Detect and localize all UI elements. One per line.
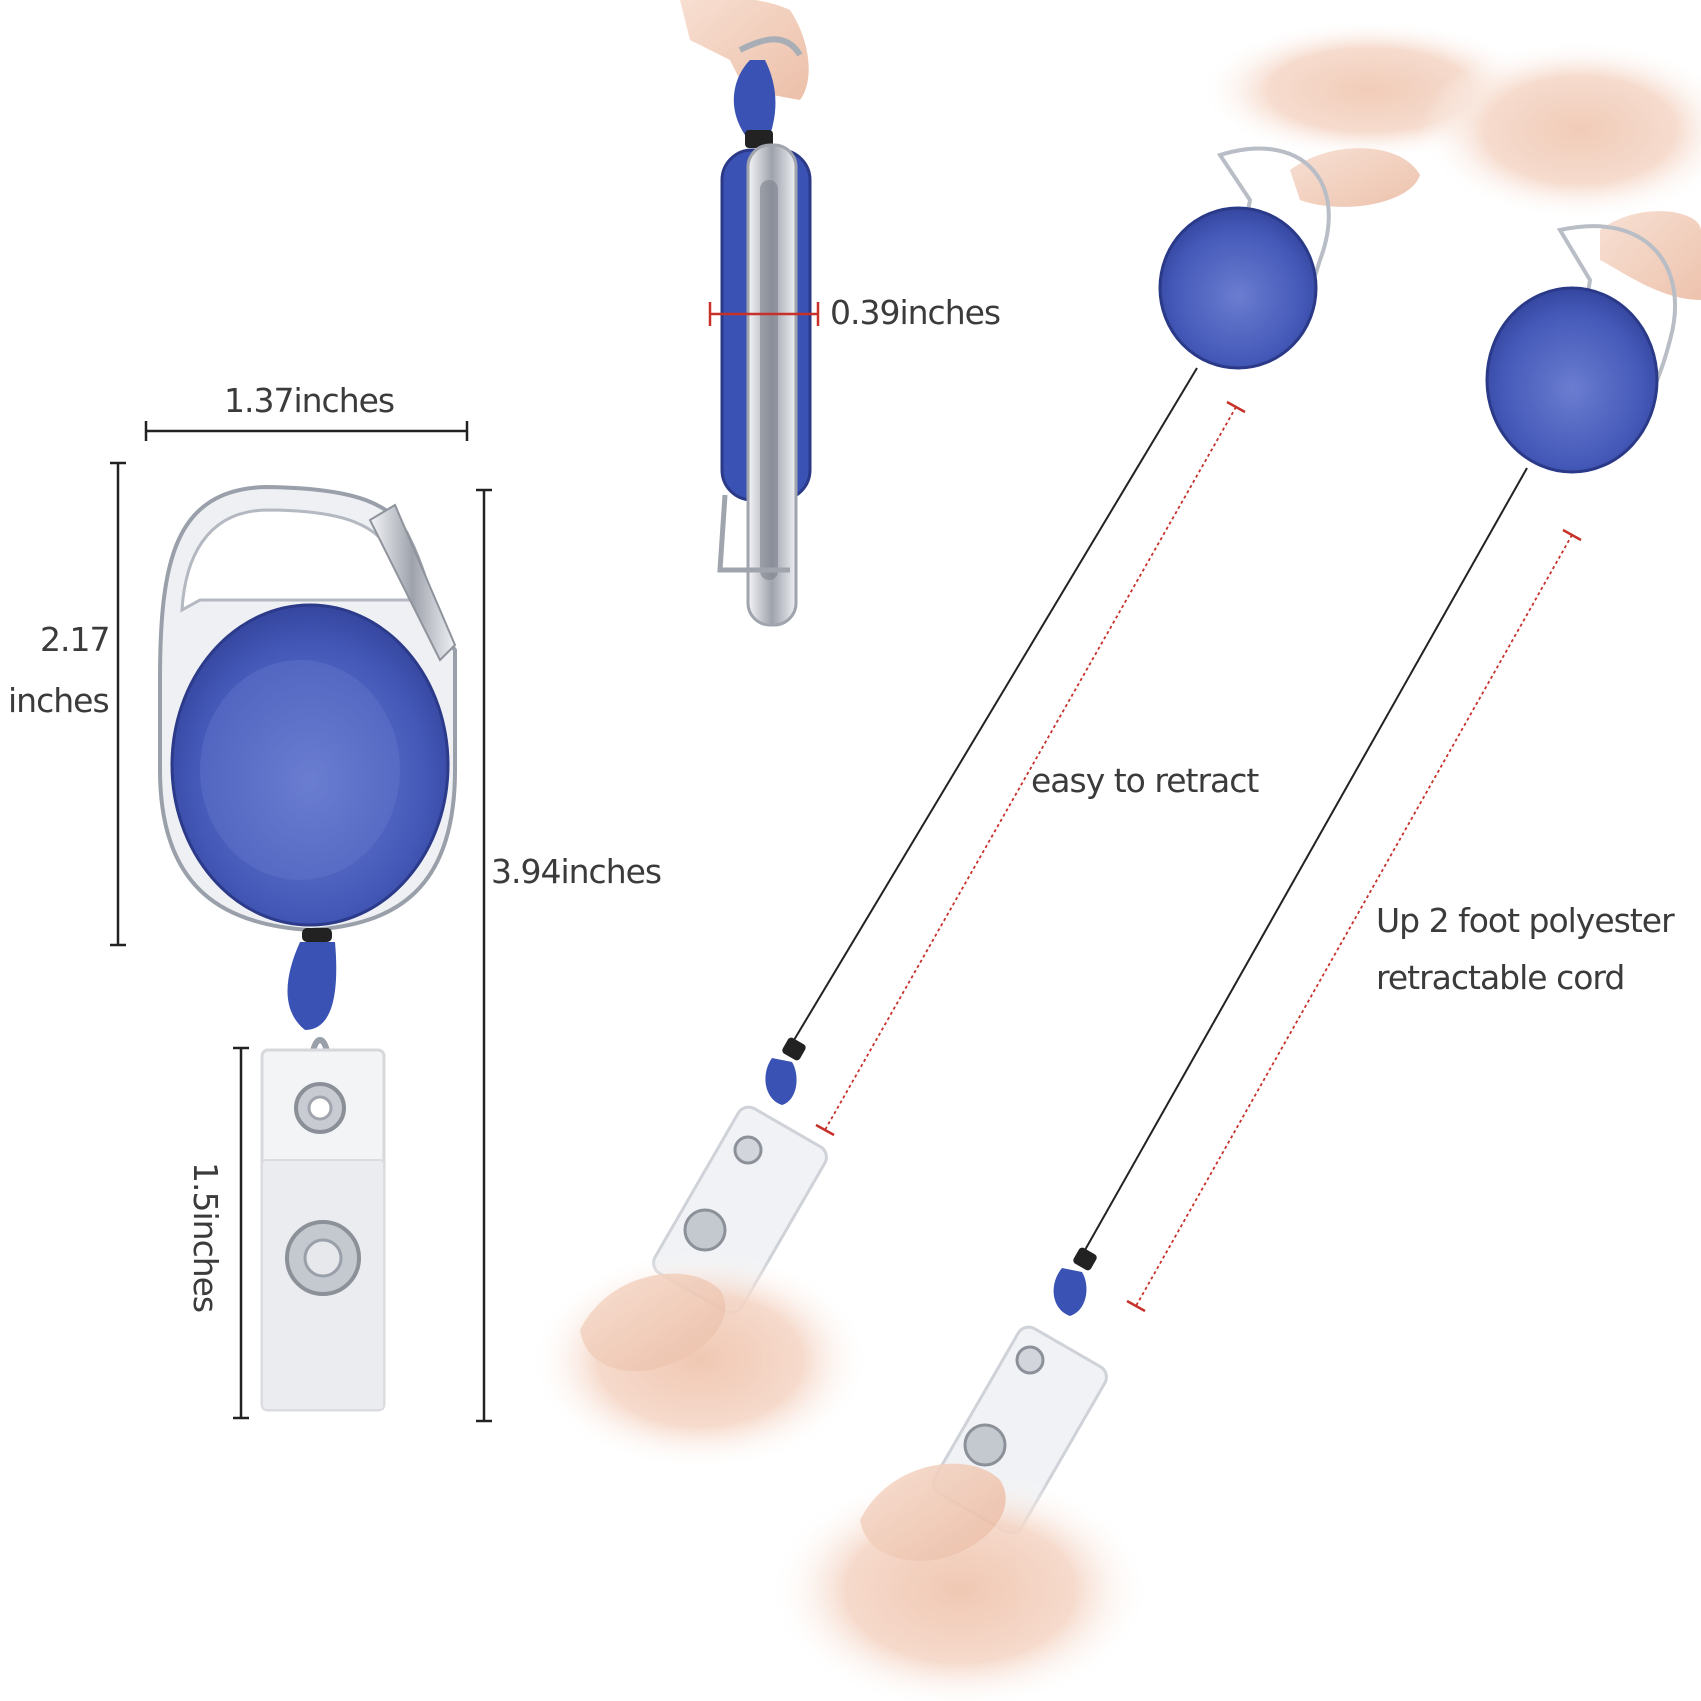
- cord-label-line2: retractable cord: [1376, 958, 1625, 997]
- hands-bottom: [530, 1250, 1150, 1701]
- strap-length-label: 1.5inches: [186, 1162, 225, 1313]
- thickness-label: 0.39inches: [830, 293, 1001, 332]
- cord-label-line1: Up 2 foot polyester: [1376, 901, 1675, 940]
- retract-label: easy to retract: [1031, 761, 1259, 800]
- body-height-label-line2: inches: [8, 681, 110, 720]
- total-length-label: 3.94inches: [491, 852, 662, 891]
- badge-reel-side: [680, 0, 820, 627]
- body-height-label-line1: 2.17: [40, 620, 110, 659]
- badge-reel-front: [158, 484, 457, 1412]
- dimension-lines: [110, 421, 492, 1423]
- hands-top: [1200, 20, 1701, 300]
- width-label: 1.37inches: [224, 381, 395, 420]
